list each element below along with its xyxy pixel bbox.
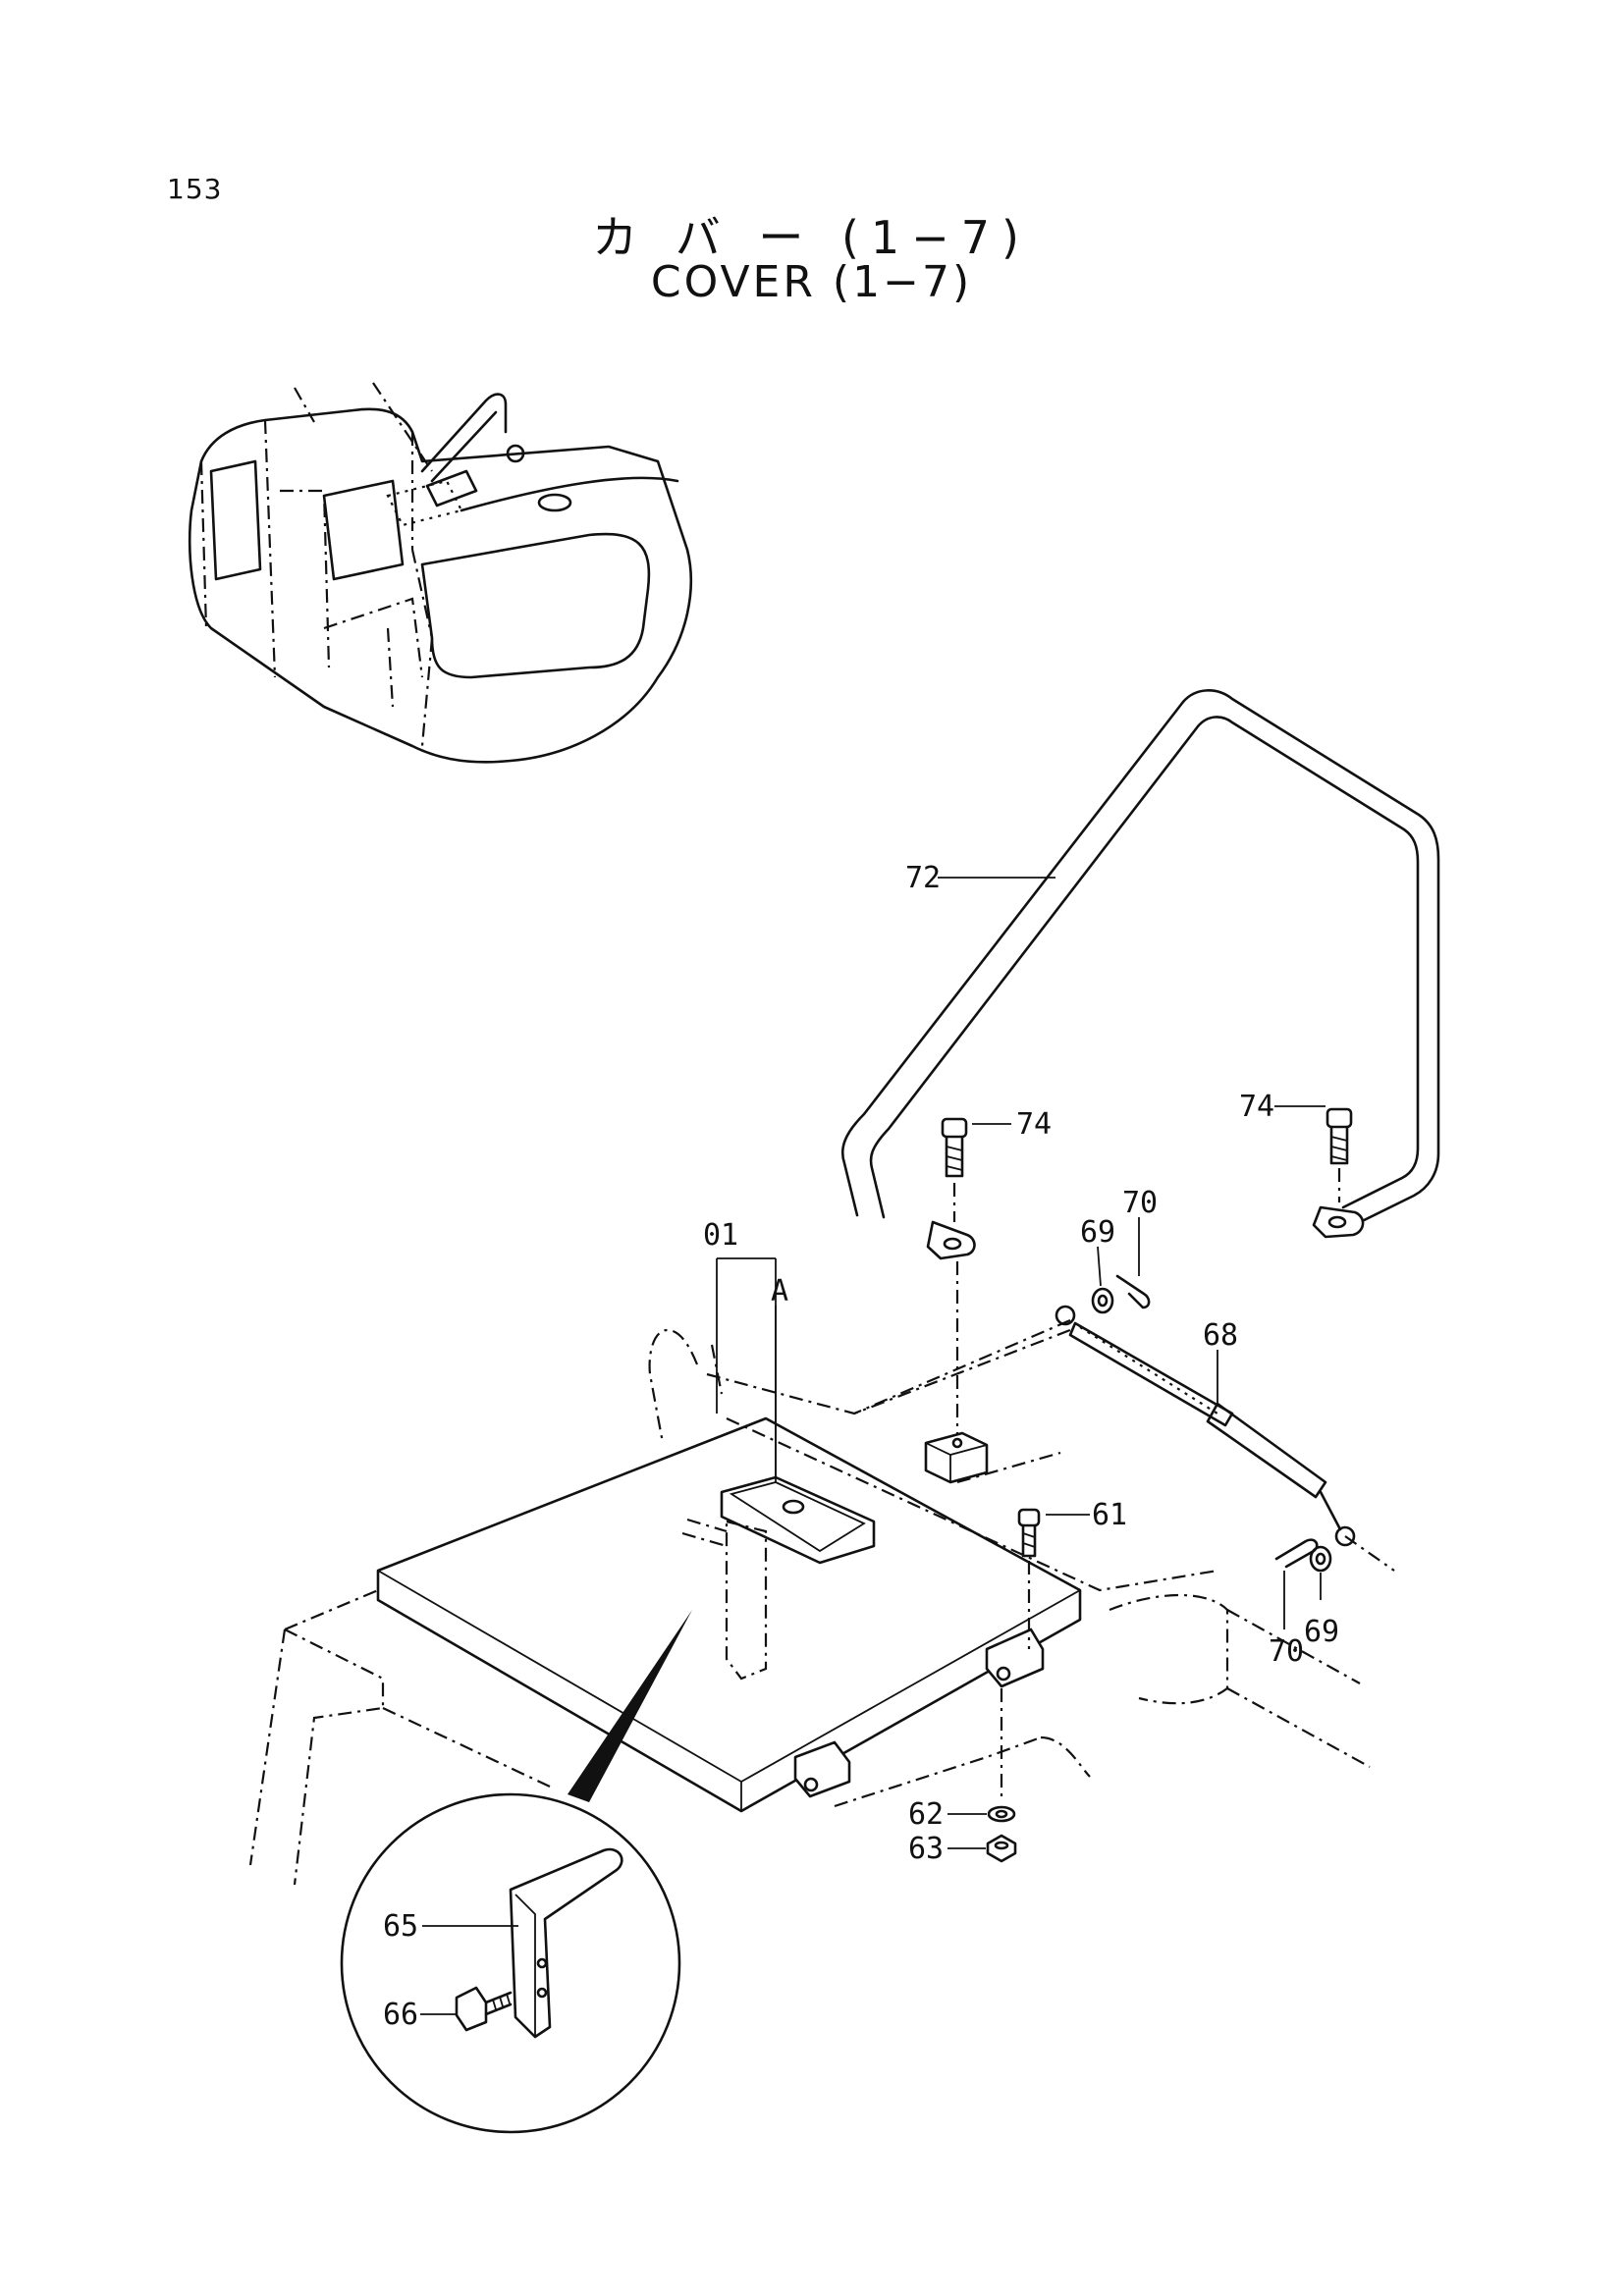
page-title-english: COVER (1−7) <box>650 257 973 307</box>
machine-overview-illustration <box>188 382 693 764</box>
callout-70-bottom: 70 <box>1269 1634 1304 1669</box>
callout-65: 65 <box>383 1909 418 1944</box>
callout-66: 66 <box>383 1998 418 2032</box>
callout-74-left: 74 <box>1016 1107 1052 1142</box>
machine-body-background <box>248 1328 1371 1886</box>
callout-72: 72 <box>905 861 941 895</box>
callout-A: A <box>771 1274 788 1308</box>
callout-70-top: 70 <box>1122 1186 1158 1220</box>
bolt-part-74-right <box>1274 1105 1353 1202</box>
bolt-part-61 <box>1000 1508 1090 1801</box>
pin-part-70-top <box>1115 1217 1151 1309</box>
pin-part-70-bottom <box>1274 1538 1319 1629</box>
page-number: 153 <box>167 173 223 205</box>
callout-69-bottom: 69 <box>1304 1615 1339 1649</box>
gas-spring-part-68 <box>853 1305 1395 1572</box>
callout-74-right: 74 <box>1239 1090 1274 1124</box>
grab-rail-part-72 <box>840 689 1440 1260</box>
nut-part-63 <box>947 1834 1017 1863</box>
page-title-japanese: カ バ ー (1−7) <box>592 211 1031 264</box>
callout-69-top: 69 <box>1080 1215 1115 1250</box>
washer-part-69-bottom <box>1309 1545 1332 1600</box>
callout-63: 63 <box>908 1832 944 1866</box>
callout-68: 68 <box>1203 1318 1238 1353</box>
callout-62: 62 <box>908 1797 944 1832</box>
callout-61: 61 <box>1092 1498 1127 1532</box>
callout-01: 01 <box>703 1218 738 1253</box>
washer-part-69-top <box>1091 1246 1114 1314</box>
detail-view-circle <box>340 1610 692 2134</box>
bolt-part-74-left <box>941 1117 1011 1222</box>
washer-part-62 <box>947 1805 1016 1823</box>
cover-panel-part-01 <box>376 1257 1082 1813</box>
